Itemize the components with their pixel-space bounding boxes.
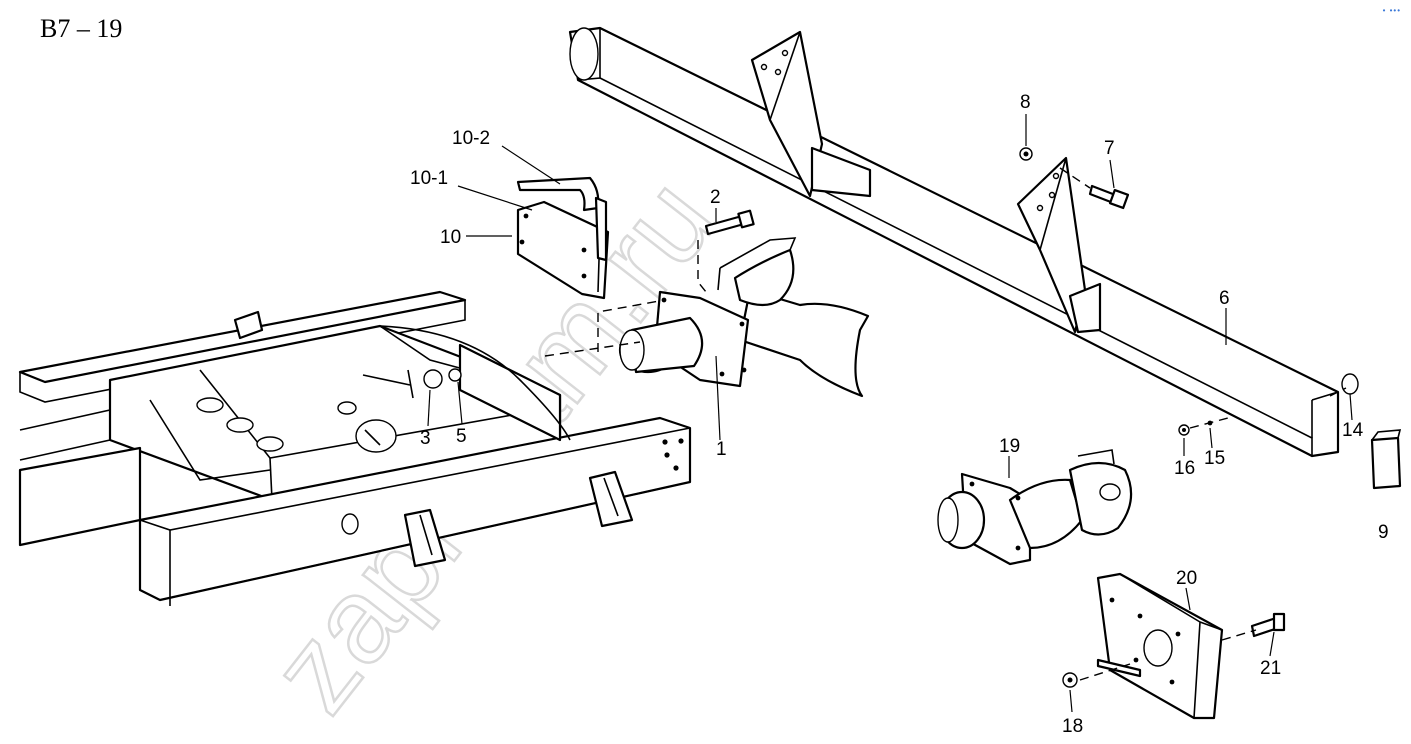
callout-18: 18 xyxy=(1062,716,1083,737)
callout-2: 2 xyxy=(710,187,721,208)
callout-15: 15 xyxy=(1204,448,1225,469)
callout-labels: 10-2 10-1 10 2 1 3 5 6 7 8 14 16 15 19 9… xyxy=(410,92,1389,737)
callout-14: 14 xyxy=(1342,420,1364,441)
pin-plate-10 xyxy=(516,176,610,300)
tow-hook-19 xyxy=(937,449,1133,566)
callout-10: 10 xyxy=(440,227,461,248)
end-cap-9 xyxy=(1370,429,1402,490)
callout-21: 21 xyxy=(1260,658,1281,679)
callout-7: 7 xyxy=(1104,138,1115,159)
callout-1: 1 xyxy=(716,439,727,460)
callout-8: 8 xyxy=(1020,92,1031,113)
bolt-21 xyxy=(1250,612,1286,638)
corner-dots-icon: • ••• xyxy=(1382,6,1401,15)
callout-5: 5 xyxy=(456,426,467,447)
washer-14 xyxy=(1341,373,1359,395)
callout-20: 20 xyxy=(1176,568,1197,589)
callout-3: 3 xyxy=(420,428,431,449)
vehicle-frame xyxy=(18,290,692,606)
callout-9: 9 xyxy=(1378,522,1389,543)
bolt-7 xyxy=(1088,184,1130,210)
mounting-plate-20 xyxy=(1096,572,1224,720)
leader-lines xyxy=(427,114,1353,713)
callout-19: 19 xyxy=(999,436,1020,457)
callout-10-2: 10-2 xyxy=(452,128,490,149)
rear-bumper-beam xyxy=(568,26,1340,458)
alignment-lines xyxy=(544,167,1347,681)
tow-hook-assembly-1 xyxy=(618,237,870,398)
callout-10-1: 10-1 xyxy=(410,168,448,189)
callout-16: 16 xyxy=(1174,458,1195,479)
callout-6: 6 xyxy=(1219,288,1230,309)
page-title: B7 – 19 xyxy=(40,14,123,43)
bolt-2 xyxy=(704,209,755,236)
